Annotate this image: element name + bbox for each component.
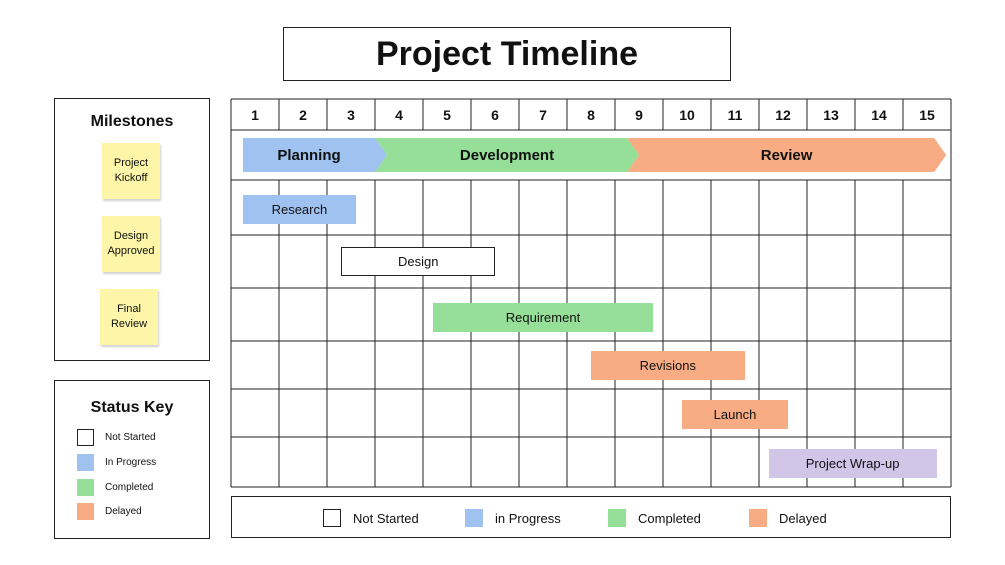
phase-label: Planning <box>277 146 341 164</box>
legend-item: Not Started <box>323 509 419 527</box>
column-number: 1 <box>251 106 259 123</box>
delayed-swatch <box>77 503 94 520</box>
completed-swatch <box>77 479 94 496</box>
page-title: Project Timeline <box>283 27 731 81</box>
task-bar-requirement[interactable]: Requirement <box>432 303 654 332</box>
phase-arrow-development <box>375 138 639 172</box>
column-number: 14 <box>871 106 887 123</box>
legend-item: Completed <box>608 509 701 527</box>
bottom-legend: Not Started in Progress Completed Delaye… <box>231 496 951 538</box>
milestone-sticky-note: Design Approved <box>102 216 160 272</box>
status-key-item: Completed <box>77 479 153 496</box>
legend-label: in Progress <box>495 510 561 526</box>
column-number: 15 <box>919 106 935 123</box>
column-number: 11 <box>727 106 743 123</box>
milestones-panel: Milestones Project Kickoff Design Approv… <box>54 98 210 361</box>
legend-item: in Progress <box>465 509 561 527</box>
legend-item: Delayed <box>749 509 827 527</box>
column-number: 7 <box>539 106 547 123</box>
column-number: 9 <box>635 106 643 123</box>
task-bar-design[interactable]: Design <box>341 247 495 276</box>
milestone-sticky-note: Final Review <box>100 289 158 345</box>
status-key-label: Delayed <box>105 506 142 517</box>
status-key-item: In Progress <box>77 454 156 471</box>
status-key-label: Not Started <box>105 432 156 443</box>
column-number: 5 <box>443 106 451 123</box>
column-number: 12 <box>775 106 791 123</box>
status-key-item: Not Started <box>77 429 156 446</box>
status-key-item: Delayed <box>77 503 142 520</box>
in-progress-swatch <box>77 454 94 471</box>
in-progress-swatch <box>465 509 483 527</box>
column-number: 6 <box>491 106 499 123</box>
completed-swatch <box>608 509 626 527</box>
task-bar-revisions[interactable]: Revisions <box>591 351 745 380</box>
status-key-panel: Status Key Not Started In Progress Compl… <box>54 380 210 539</box>
task-bar-launch[interactable]: Launch <box>682 400 788 429</box>
legend-label: Not Started <box>353 510 419 526</box>
column-number: 4 <box>395 106 403 123</box>
legend-label: Completed <box>638 510 701 526</box>
phase-arrow-review <box>627 138 947 172</box>
column-number: 3 <box>347 106 355 123</box>
milestone-sticky-note: Project Kickoff <box>102 143 160 199</box>
column-number: 13 <box>823 106 839 123</box>
status-key-heading: Status Key <box>90 399 174 416</box>
task-bar-project-wrap-up[interactable]: Project Wrap-up <box>768 449 937 478</box>
phase-arrow-planning <box>243 138 387 172</box>
phase-label: Development <box>459 146 555 164</box>
phase-label: Review <box>760 146 813 164</box>
status-key-label: Completed <box>105 482 154 493</box>
delayed-swatch <box>749 509 767 527</box>
column-number: 8 <box>587 106 595 123</box>
status-key-label: In Progress <box>105 457 157 468</box>
not-started-swatch <box>77 429 94 446</box>
column-number: 10 <box>679 106 695 123</box>
milestones-heading: Milestones <box>90 113 174 130</box>
not-started-swatch <box>323 509 341 527</box>
legend-label: Delayed <box>779 510 827 526</box>
task-bar-research[interactable]: Research <box>243 195 356 224</box>
column-number: 2 <box>299 106 307 123</box>
